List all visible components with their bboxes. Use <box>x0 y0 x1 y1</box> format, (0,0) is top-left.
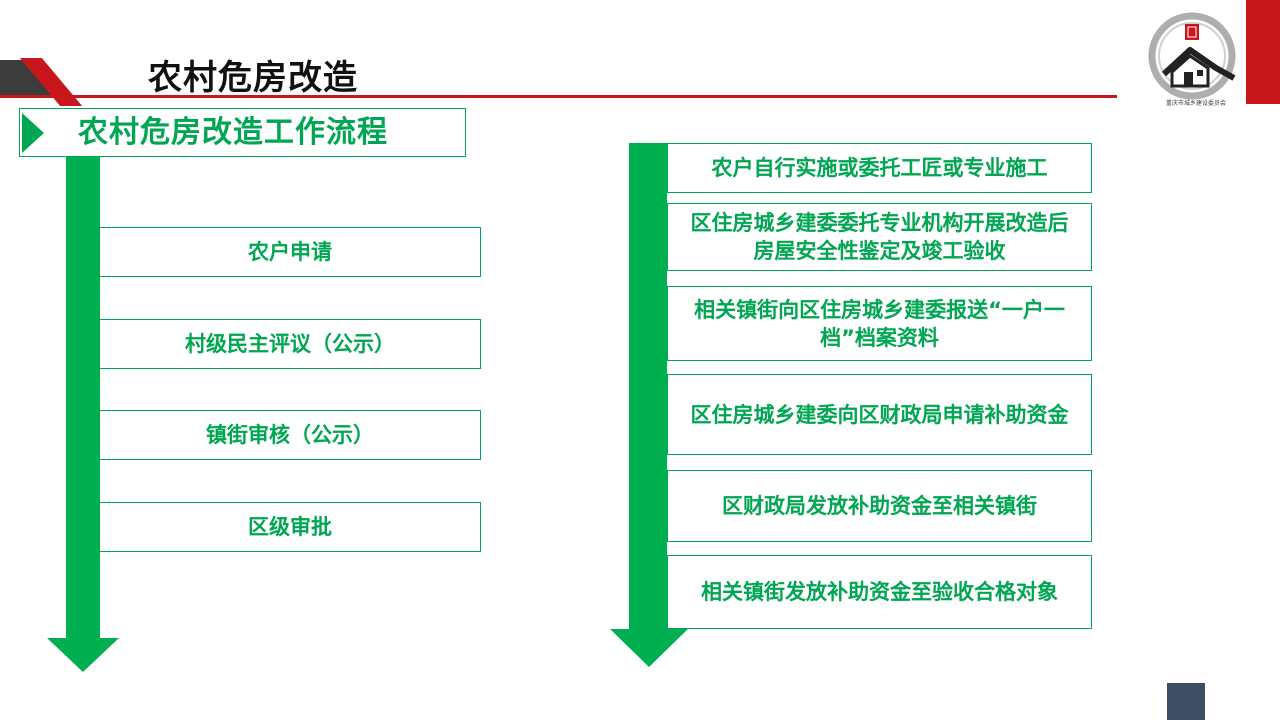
step-label: 区住房城乡建委委托专业机构开展改造后房屋安全性鉴定及竣工验收 <box>690 211 1069 263</box>
left-step-3: 镇街审核（公示） <box>99 410 481 460</box>
step-label: 村级民主评议（公示） <box>185 332 395 356</box>
step-label: 农户自行实施或委托工匠或专业施工 <box>711 156 1048 180</box>
left-step-4: 区级审批 <box>99 502 481 552</box>
corner-decoration-dark <box>0 60 24 96</box>
logo-caption: 重庆市城乡建设委员会 <box>1165 100 1226 107</box>
step-label: 相关镇街发放补助资金至验收合格对象 <box>701 580 1058 604</box>
right-flow-arrow-shaft <box>629 143 667 631</box>
step-label: 农户申请 <box>248 240 332 264</box>
right-step-5: 区财政局发放补助资金至相关镇街 <box>667 470 1092 542</box>
section-title: 农村危房改造工作流程 <box>78 115 388 150</box>
house-circle-logo-icon <box>1142 8 1242 106</box>
section-header-box <box>19 108 466 157</box>
step-label: 相关镇街向区住房城乡建委报送“一户一档”档案资料 <box>694 297 1065 350</box>
corner-square-decoration <box>1167 683 1205 720</box>
left-step-2: 村级民主评议（公示） <box>99 319 481 369</box>
left-step-1: 农户申请 <box>99 227 481 277</box>
right-flow-arrow-head <box>610 629 688 667</box>
right-red-bar <box>1246 0 1280 104</box>
title-underline <box>0 95 1117 98</box>
right-step-1: 农户自行实施或委托工匠或专业施工 <box>667 143 1092 193</box>
step-label: 区住房城乡建委向区财政局申请补助资金 <box>690 402 1069 427</box>
step-label: 镇街审核（公示） <box>206 423 374 447</box>
right-step-6: 相关镇街发放补助资金至验收合格对象 <box>667 555 1092 629</box>
left-flow-arrow-shaft <box>66 157 100 640</box>
left-flow-arrow-head <box>47 638 119 672</box>
right-step-4: 区住房城乡建委向区财政局申请补助资金 <box>667 374 1092 455</box>
play-arrow-icon <box>22 113 44 153</box>
step-label: 区财政局发放补助资金至相关镇街 <box>722 494 1037 518</box>
right-step-2: 区住房城乡建委委托专业机构开展改造后房屋安全性鉴定及竣工验收 <box>667 203 1092 271</box>
right-step-3: 相关镇街向区住房城乡建委报送“一户一档”档案资料 <box>667 286 1092 361</box>
step-label: 区级审批 <box>248 515 332 539</box>
page-title: 农村危房改造 <box>148 58 358 98</box>
